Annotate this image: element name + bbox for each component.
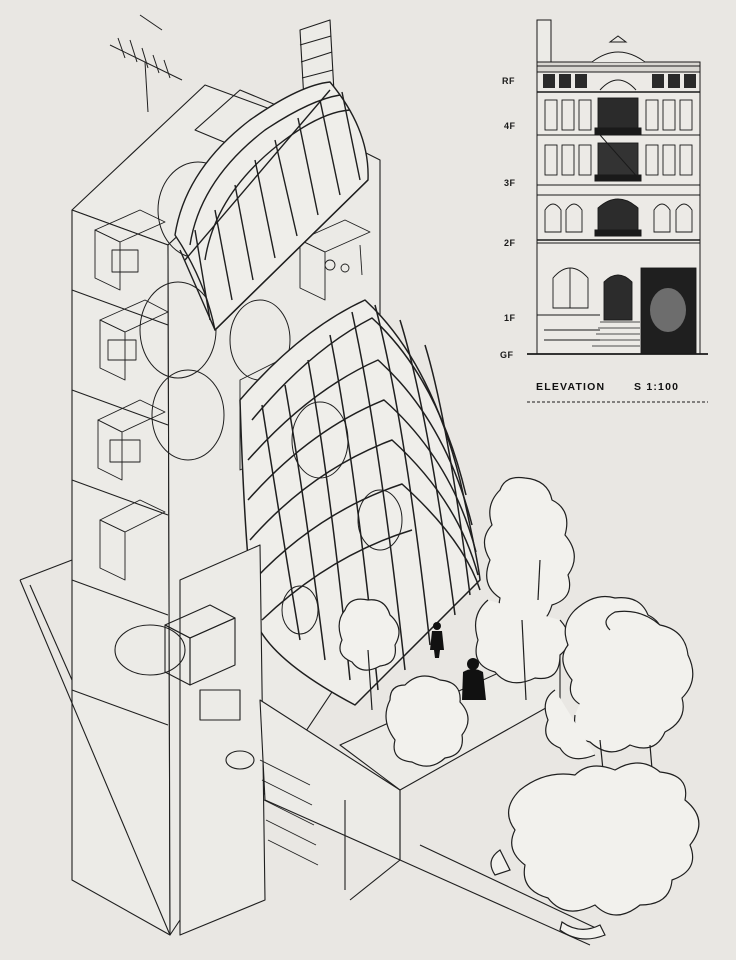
elevation-caption: ELEVATION [536, 381, 606, 393]
floor-label-2f: 2F [504, 238, 516, 248]
trees [338, 476, 700, 940]
upper-glass-vault [174, 81, 369, 331]
floor-label-4f: 4F [504, 121, 516, 131]
floor-label-rf: RF [502, 76, 515, 86]
elevation-drawing [527, 19, 708, 403]
elevation-scale: S 1:100 [634, 381, 680, 393]
floor-label-1f: 1F [504, 313, 516, 323]
floor-label-3f: 3F [504, 178, 516, 188]
people [430, 622, 486, 700]
floor-label-gf: GF [500, 350, 514, 360]
antenna [109, 14, 183, 113]
